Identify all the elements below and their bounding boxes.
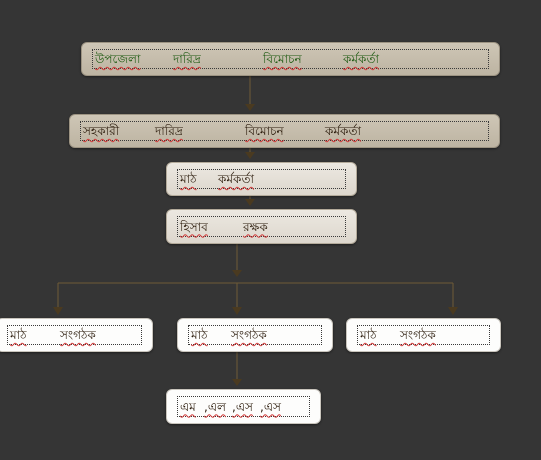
node-word: কর্মকর্তা bbox=[343, 52, 379, 66]
node-text-frame: মাঠ সংগঠক bbox=[7, 325, 142, 345]
node-word: সংগঠক bbox=[231, 328, 267, 342]
arrowhead bbox=[232, 379, 242, 386]
node-word: কর্মকর্তা bbox=[325, 124, 361, 138]
node-field-organizer-right: মাঠ সংগঠক bbox=[346, 318, 501, 352]
node-field-organizer-center: মাঠ সংগঠক bbox=[177, 318, 333, 352]
node-text-frame: মাঠ কর্মকর্তা bbox=[177, 169, 346, 189]
arrowhead bbox=[232, 307, 242, 315]
arrowhead bbox=[232, 270, 242, 277]
node-word: ,এস bbox=[232, 399, 253, 414]
node-word: মাঠ bbox=[360, 328, 377, 342]
node-word: বিমোচন bbox=[263, 52, 302, 66]
node-word: উপজেলা bbox=[95, 52, 141, 66]
node-accountant: হিসাব রক্ষক bbox=[166, 209, 357, 244]
node-field-organizer-left: মাঠ সংগঠক bbox=[0, 318, 153, 352]
node-text-frame: এম ,এল ,এস ,এস bbox=[177, 396, 310, 417]
node-word: সংগঠক bbox=[400, 328, 436, 342]
arrowhead bbox=[245, 152, 255, 159]
node-word: হিসাব bbox=[180, 219, 208, 234]
node-word: বিমোচন bbox=[245, 124, 284, 138]
node-mlss: এম ,এল ,এস ,এস bbox=[166, 389, 321, 424]
node-word: কর্মকর্তা bbox=[218, 172, 254, 186]
arrowhead bbox=[245, 104, 255, 111]
node-text-frame: মাঠ সংগঠক bbox=[357, 325, 490, 345]
node-word: মাঠ bbox=[10, 328, 27, 342]
arrowhead bbox=[448, 307, 458, 315]
arrowhead bbox=[245, 199, 255, 206]
node-word: দারিদ্র bbox=[155, 124, 183, 138]
node-text-frame: মাঠ সংগঠক bbox=[188, 325, 322, 345]
node-word: মাঠ bbox=[180, 172, 197, 186]
node-upazila-officer: উপজেলা দারিদ্র বিমোচন কর্মকর্তা bbox=[81, 42, 500, 76]
node-field-officer: মাঠ কর্মকর্তা bbox=[166, 162, 357, 196]
node-text-frame: সহকারী দারিদ্র বিমোচন কর্মকর্তা bbox=[80, 121, 489, 141]
node-word: এম bbox=[180, 399, 196, 414]
node-word: ,এস bbox=[260, 399, 281, 414]
node-text-frame: উপজেলা দারিদ্র বিমোচন কর্মকর্তা bbox=[92, 49, 489, 69]
node-word: মাঠ bbox=[191, 328, 208, 342]
node-word: রক্ষক bbox=[243, 219, 268, 234]
node-text-frame: হিসাব রক্ষক bbox=[177, 216, 346, 237]
node-word: সংগঠক bbox=[60, 328, 96, 342]
node-word: দারিদ্র bbox=[173, 52, 201, 66]
node-assistant-officer: সহকারী দারিদ্র বিমোচন কর্মকর্তা bbox=[69, 114, 500, 148]
node-word: ,এল bbox=[204, 399, 226, 414]
arrowhead bbox=[53, 307, 63, 315]
node-word: সহকারী bbox=[83, 124, 120, 138]
